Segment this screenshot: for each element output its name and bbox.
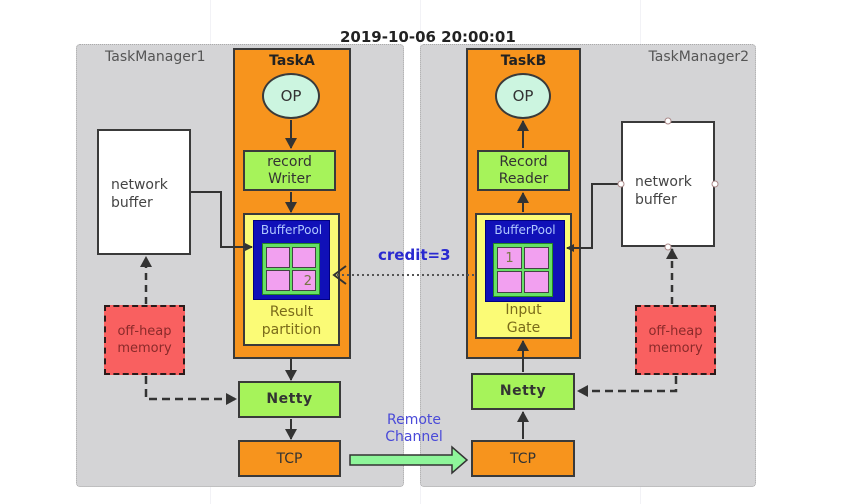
off-heap-memory-2[interactable]: off-heap memory: [635, 305, 716, 375]
task-b-op-label: OP: [512, 87, 534, 105]
task-manager-2-label: TaskManager2: [648, 49, 750, 65]
credit-label: credit=3: [378, 246, 451, 264]
input-gate-line1: Input: [505, 302, 542, 318]
buffer-cell: [292, 247, 316, 268]
off-heap-memory-1-label: off-heap memory: [117, 324, 172, 356]
netty-2-label: Netty: [499, 383, 547, 399]
result-partition-line2: partition: [261, 322, 322, 338]
task-a-title: TaskA: [269, 53, 315, 69]
off-heap-memory-1[interactable]: off-heap memory: [104, 305, 185, 375]
result-partition-label: Result partition: [245, 303, 338, 339]
buffer-cell: [266, 247, 290, 268]
network-buffer-2-label: network buffer: [635, 174, 692, 208]
tcp-1[interactable]: TCP: [238, 440, 341, 477]
buffer-cell: 1: [497, 247, 522, 269]
record-reader-line1: Record: [499, 153, 548, 170]
remote-channel-line1: Remote: [386, 412, 442, 428]
record-writer[interactable]: record Writer: [243, 150, 336, 191]
input-gate-line2: Gate: [506, 320, 541, 336]
tcp-2[interactable]: TCP: [471, 440, 575, 477]
network-buffer-1-label: network buffer: [111, 177, 168, 211]
task-a-op-label: OP: [280, 87, 302, 105]
buffer-cell: [524, 271, 549, 293]
task-b-op[interactable]: OP: [495, 73, 551, 119]
network-buffer-2[interactable]: network buffer: [621, 121, 715, 247]
netty-1-label: Netty: [266, 391, 313, 407]
record-writer-line1: record: [267, 153, 312, 170]
buffer-cell: [524, 247, 549, 269]
task-b-title: TaskB: [500, 53, 547, 69]
buffer-pool-a[interactable]: BufferPool 2: [253, 220, 330, 300]
record-reader-line2: Reader: [498, 170, 549, 187]
timestamp: 2019-10-06 20:00:01: [340, 28, 516, 46]
result-partition-line1: Result: [269, 304, 314, 320]
remote-channel-line2: Channel: [385, 429, 443, 445]
remote-channel-label: Remote Channel: [378, 412, 450, 446]
netty-1[interactable]: Netty: [238, 381, 341, 418]
tcp-1-label: TCP: [276, 450, 303, 467]
task-a-op[interactable]: OP: [262, 73, 320, 119]
task-manager-1-label: TaskManager1: [105, 49, 206, 65]
buffer-grid-a: 2: [262, 243, 320, 295]
tcp-2-label: TCP: [510, 450, 536, 467]
buffer-pool-b-label: BufferPool: [494, 223, 556, 237]
buffer-pool-a-label: BufferPool: [260, 223, 323, 237]
record-reader[interactable]: Record Reader: [477, 150, 570, 191]
network-buffer-1[interactable]: network buffer: [97, 129, 191, 255]
buffer-pool-b[interactable]: BufferPool 1: [485, 220, 565, 302]
record-writer-line2: Writer: [268, 170, 311, 187]
buffer-cell: 2: [292, 270, 316, 291]
buffer-cell: [497, 271, 522, 293]
off-heap-memory-2-label: off-heap memory: [648, 324, 703, 356]
buffer-grid-b: 1: [493, 243, 553, 297]
netty-2[interactable]: Netty: [471, 373, 575, 410]
buffer-cell: [266, 270, 290, 291]
input-gate-label: Input Gate: [477, 301, 570, 337]
